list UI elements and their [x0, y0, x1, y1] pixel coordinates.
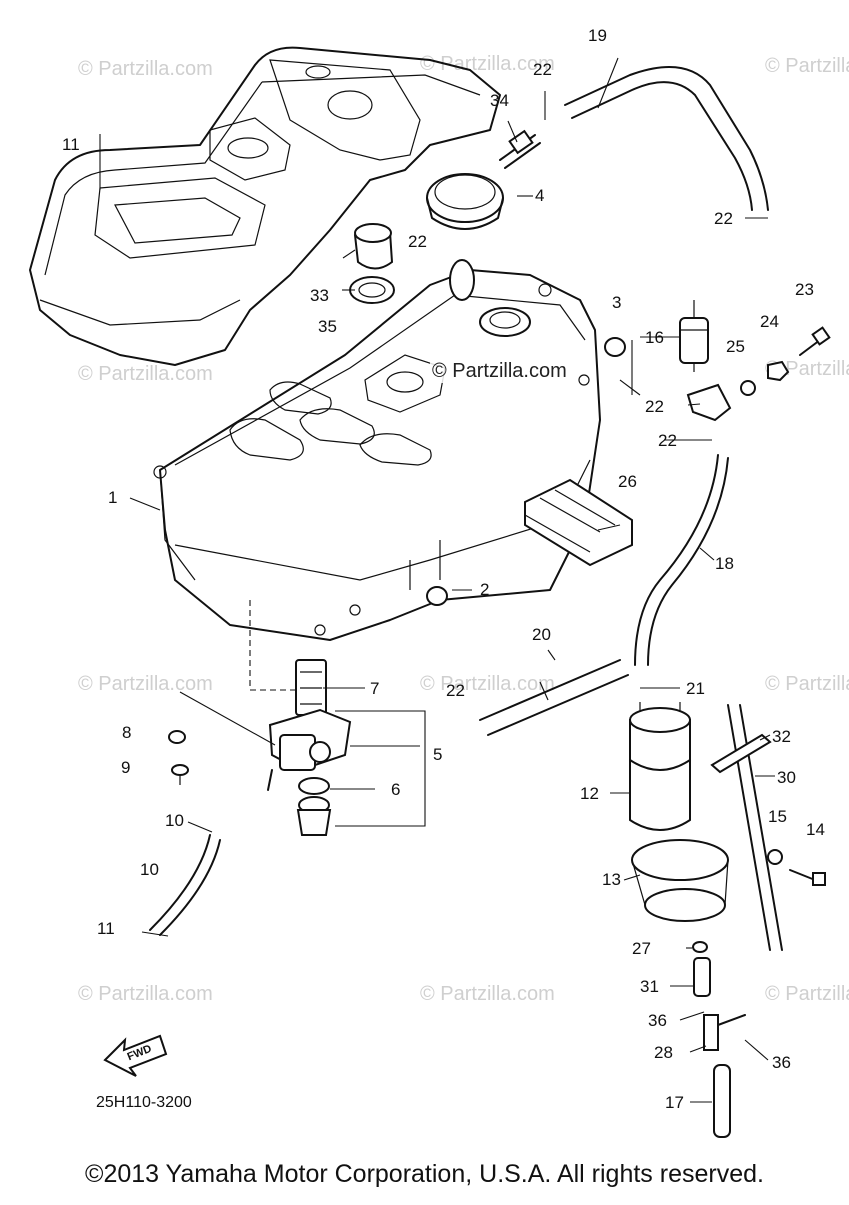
part-14-bracket[interactable]	[631, 839, 729, 922]
callout-22[interactable]: 22	[658, 431, 677, 450]
callout-13[interactable]: 12	[580, 784, 599, 803]
callout-34[interactable]: 34	[490, 91, 509, 110]
part-12-cover[interactable]	[29, 46, 501, 366]
part-32-strap[interactable]	[710, 733, 772, 774]
callout-30[interactable]: 30	[777, 768, 796, 787]
callout-11[interactable]: 11	[97, 919, 115, 938]
callout-11[interactable]: 10	[165, 811, 184, 830]
callout-22[interactable]: 22	[714, 209, 733, 228]
part-10-hose[interactable]	[149, 834, 221, 936]
callout-16[interactable]: 15	[768, 807, 787, 826]
watermark: © Partzilla.com	[78, 983, 213, 1005]
callout-25[interactable]: 24	[760, 312, 779, 331]
part-2-damper[interactable]	[426, 586, 448, 606]
callout-36[interactable]: 36	[772, 1053, 791, 1072]
callout-17[interactable]: 16	[645, 328, 664, 347]
watermark: © Partzilla.com	[420, 53, 555, 75]
watermark: © Partzilla.com	[420, 673, 555, 695]
callout-9[interactable]: 9	[121, 758, 130, 777]
callout-27[interactable]: 26	[618, 472, 637, 491]
callout-12[interactable]: 11	[62, 135, 80, 154]
part-1-fuel-tank[interactable]	[153, 259, 601, 641]
callout-18[interactable]: 17	[665, 1093, 684, 1112]
part-28-clip[interactable]	[692, 941, 708, 953]
part-13-canister[interactable]	[629, 702, 691, 831]
part-21-hose[interactable]	[479, 659, 629, 736]
part-18-hose[interactable]	[713, 1064, 731, 1138]
watermark: © Partzilla.com	[420, 983, 555, 1005]
watermark: © Partzilla.com	[78, 58, 213, 80]
callout-35[interactable]: 35	[318, 317, 337, 336]
callout-22[interactable]: 22	[446, 681, 465, 700]
callout-15[interactable]: 14	[806, 820, 825, 839]
callout-3[interactable]: 3	[612, 293, 621, 312]
part-4-fuel-cap[interactable]	[426, 173, 504, 230]
part-34-nipple[interactable]	[499, 129, 541, 169]
part-23-holder[interactable]	[686, 383, 732, 422]
callout-23[interactable]: 22	[645, 397, 664, 416]
callout-4[interactable]: 4	[535, 186, 544, 205]
part-15-bolt[interactable]	[789, 869, 826, 886]
callouts: 11 4 34 22 19 22 22 33 35 3 23 24 25 16 …	[62, 26, 825, 1112]
callout-7[interactable]: 7	[370, 679, 379, 698]
callout-20[interactable]: 19	[588, 26, 607, 45]
part-5-fuel-cock[interactable]	[267, 659, 352, 791]
watermark: © Partzilla.com	[765, 673, 849, 695]
fwd-arrow-icon	[103, 1034, 168, 1077]
callout-28[interactable]: 27	[632, 939, 651, 958]
part-16-nut[interactable]	[767, 849, 783, 865]
callout-26[interactable]: 25	[726, 337, 745, 356]
leader-lines	[99, 57, 775, 1103]
callout-6[interactable]: 6	[391, 780, 400, 799]
part-24-bolt[interactable]	[799, 326, 831, 356]
part-25-nut[interactable]	[767, 360, 790, 382]
callout-22[interactable]: 21	[686, 679, 705, 698]
watermark: © Partzilla.com	[765, 55, 849, 77]
part-8-nut[interactable]	[168, 730, 186, 744]
part-27-pad[interactable]	[524, 478, 633, 567]
watermark: © Partzilla.com	[78, 363, 213, 385]
callout-36[interactable]: 36	[648, 1011, 667, 1030]
part-26-washer[interactable]	[740, 380, 756, 396]
part-20-hose[interactable]	[564, 66, 769, 211]
part-33-valve[interactable]	[353, 223, 394, 270]
diagram-code: 25H110-3200	[96, 1094, 192, 1111]
callout-29[interactable]: 28	[654, 1043, 673, 1062]
watermark: © Partzilla.com	[78, 673, 213, 695]
watermark: © Partzilla.com	[765, 983, 849, 1005]
callout-5[interactable]: 5	[433, 745, 442, 764]
copyright-notice: ©2013 Yamaha Motor Corporation, U.S.A. A…	[85, 1160, 764, 1188]
part-35-clamp[interactable]	[349, 276, 395, 304]
part-9-screw[interactable]	[171, 764, 189, 785]
callout-22[interactable]: 22	[533, 60, 552, 79]
callout-14[interactable]: 13	[602, 870, 621, 889]
part-7-filter[interactable]	[296, 809, 332, 836]
callout-33[interactable]: 33	[310, 286, 329, 305]
callout-10[interactable]: 10	[140, 860, 159, 879]
callout-19[interactable]: 18	[715, 554, 734, 573]
callout-22[interactable]: 22	[408, 232, 427, 251]
callout-1[interactable]: 1	[108, 488, 117, 507]
part-31-hose[interactable]	[693, 957, 711, 997]
watermarks: © Partzilla.com © Partzilla.com © Partzi…	[78, 53, 849, 1005]
partzilla-label: © Partzilla.com	[430, 360, 569, 383]
part-6-gasket[interactable]	[298, 777, 330, 814]
callout-8[interactable]: 8	[122, 723, 131, 742]
part-29-joint[interactable]	[703, 1014, 746, 1051]
callout-32[interactable]: 32	[772, 727, 791, 746]
part-3-grommet[interactable]	[604, 337, 626, 357]
part-19-hose[interactable]	[634, 454, 729, 666]
callout-24[interactable]: 23	[795, 280, 814, 299]
callout-31[interactable]: 31	[640, 977, 659, 996]
callout-2[interactable]: 2	[480, 580, 489, 599]
part-17-fuel-filter[interactable]	[679, 300, 709, 372]
callout-21[interactable]: 20	[532, 625, 551, 644]
